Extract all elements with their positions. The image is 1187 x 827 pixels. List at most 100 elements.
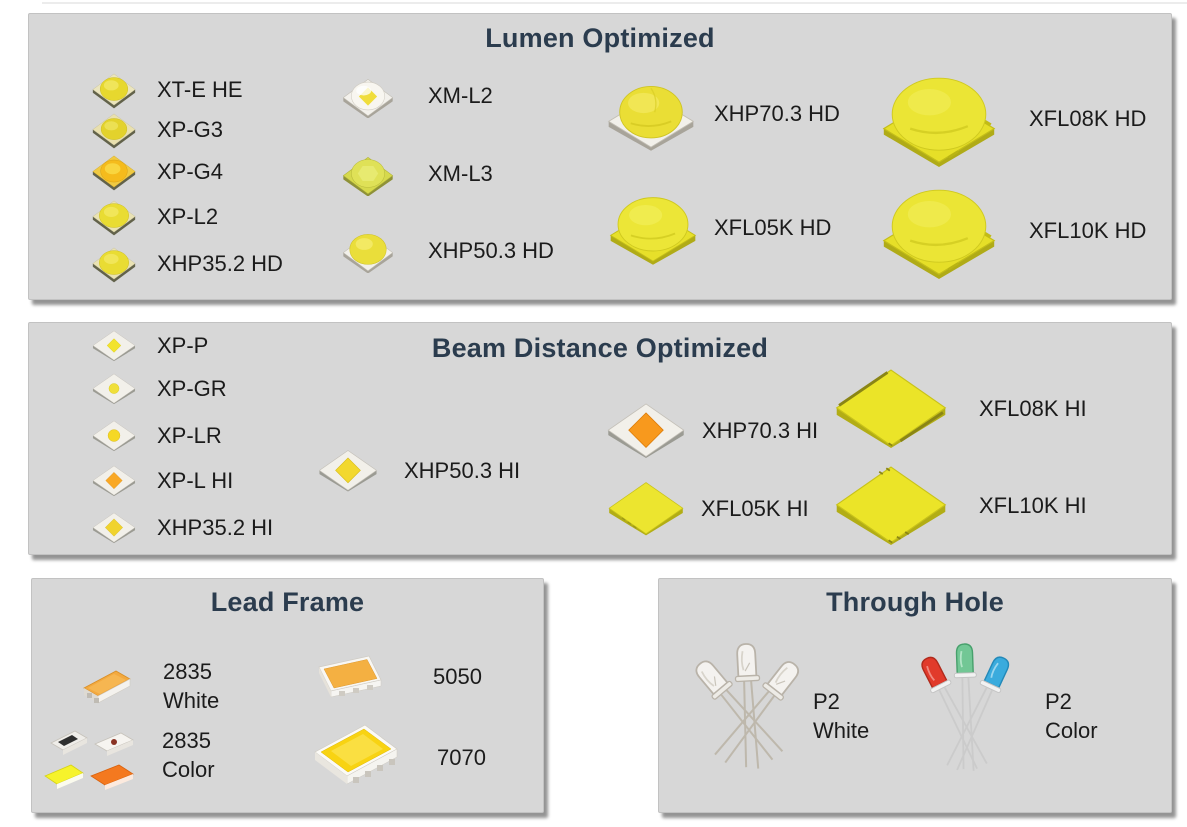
smd-led-cluster-icon [44, 730, 134, 790]
led-item-xp-l-hi: XP-L HI [91, 465, 233, 497]
led-label-line1: 2835 [162, 728, 211, 753]
led-item-xp-g3: XP-G3 [91, 110, 223, 149]
led-item-xfl10k-hi: XFL10K HI [832, 464, 1087, 548]
flat-led-chip-icon [835, 466, 947, 545]
led-item-xhp50-3-hi: XHP50.3 HI [317, 449, 520, 493]
flat-led-chip-icon [92, 512, 136, 544]
panel-lead-title: Lead Frame [210, 587, 365, 617]
led-label: XHP50.3 HD [428, 238, 554, 263]
led-label: XHP70.3 HD [714, 101, 840, 126]
dome-led-chip-icon [882, 77, 996, 167]
led-item-xp-p: XP-P [91, 330, 208, 362]
dome-led-chip-icon [92, 73, 136, 109]
flat-led-chip-icon [92, 373, 136, 405]
led-item-xp-lr: XP-LR [91, 420, 222, 452]
led-label-line1: P2 [1045, 689, 1072, 714]
through-hole-led-color-icon [921, 643, 1010, 771]
dome-led-chip-icon [342, 79, 394, 118]
led-item-xm-l2: XM-L2 [341, 74, 493, 118]
flat-led-chip-icon [835, 369, 947, 448]
led-label: XP-GR [157, 376, 227, 401]
led-label: 7070 [437, 745, 486, 770]
led-label: XFL10K HI [979, 493, 1087, 518]
led-item-5050: 5050 [315, 652, 482, 702]
led-item-7070: 7070 [307, 719, 486, 797]
led-label-block: 2835 White [163, 657, 219, 715]
dome-led-chip-icon [92, 113, 136, 149]
led-label: XHP70.3 HI [702, 418, 819, 443]
panel-through-title: Through Hole [826, 587, 1004, 617]
led-label-line2: White [163, 688, 220, 713]
dome-led-chip-icon [92, 200, 136, 236]
led-label: XP-LR [157, 423, 222, 448]
led-item-p2-color: P2 Color [916, 641, 1098, 791]
led-label: XP-G4 [157, 158, 224, 184]
led-item-xhp35-2-hi: XHP35.2 HI [91, 512, 273, 544]
dome-led-chip-icon [882, 189, 996, 279]
dome-led-chip-icon [342, 234, 394, 273]
led-label: XM-L2 [428, 83, 493, 108]
smd-led-icon [318, 655, 382, 698]
led-item-xfl08k-hi: XFL08K HI [832, 367, 1087, 451]
led-label: XFL08K HD [1029, 106, 1147, 131]
through-hole-led-white-icon [695, 643, 800, 769]
led-item-xt-e-he: XT-E HE [91, 70, 243, 109]
led-label: XP-P [157, 333, 209, 358]
led-label-line2: Color [162, 757, 215, 782]
smd-led-icon [314, 724, 398, 785]
led-item-xfl05k-hd: XFL05K HD [607, 191, 831, 265]
led-label: XM-L3 [428, 161, 493, 186]
flat-led-chip-icon [92, 330, 136, 362]
led-item-xfl05k-hi: XFL05K HI [606, 481, 809, 537]
led-item-2835-color: 2835 Color [43, 726, 215, 796]
led-label: XFL05K HD [714, 215, 832, 240]
led-label-block: P2 Color [1045, 687, 1098, 745]
led-label: XP-L HI [157, 468, 234, 493]
led-item-xhp70-3-hd: XHP70.3 HD [605, 77, 840, 151]
led-label: 5050 [433, 664, 482, 689]
led-item-xhp70-3-hi: XHP70.3 HI [605, 402, 818, 460]
led-label: XP-G3 [157, 116, 224, 142]
dome-led-chip-icon [92, 155, 136, 191]
led-label: XHP35.2 HD [157, 250, 283, 276]
led-label: XHP50.3 HI [404, 458, 521, 483]
led-label: XFL05K HI [701, 496, 809, 521]
dome-led-chip-icon [607, 85, 695, 151]
smd-led-icon [83, 670, 131, 704]
led-item-xfl08k-hd: XFL08K HD [879, 71, 1146, 167]
led-label-line1: P2 [813, 689, 840, 714]
led-label: XFL08K HI [979, 396, 1087, 421]
led-item-xp-g4: XP-G4 [91, 152, 223, 191]
panel-lumen-optimized: Lumen Optimized XT-E HE XP-G3 XP-G4 XP-L… [28, 13, 1172, 300]
led-label: XFL10K HD [1029, 218, 1147, 243]
led-item-xp-gr: XP-GR [91, 373, 227, 405]
flat-led-chip-icon [318, 450, 378, 492]
flat-led-chip-icon [607, 403, 685, 459]
led-label: XT-E HE [157, 76, 243, 102]
led-item-xfl10k-hd: XFL10K HD [879, 183, 1146, 279]
led-item-xm-l3: XM-L3 [341, 152, 493, 196]
flat-led-chip-icon [92, 465, 136, 497]
panel-lumen-title: Lumen Optimized [485, 23, 715, 53]
dome-led-chip-icon [342, 157, 394, 196]
panel-through-hole: Through Hole P2 White P2 Color [658, 578, 1172, 813]
led-item-xhp35-2-hd: XHP35.2 HD [91, 244, 283, 283]
led-label: XHP35.2 HI [157, 515, 274, 540]
flat-led-chip-icon [92, 420, 136, 452]
led-label: XP-L2 [157, 203, 219, 229]
panel-beam-distance-optimized: Beam Distance Optimized XP-P XP-GR XP-LR… [28, 322, 1172, 555]
panel-lead-frame: Lead Frame 2835 White 2835 Color 5050 70… [31, 578, 544, 813]
led-label-line2: Color [1045, 718, 1098, 743]
led-label-block: P2 White [813, 687, 869, 745]
led-item-p2-white: P2 White [691, 641, 869, 791]
led-label-block: 2835 Color [162, 726, 215, 784]
led-label-line1: 2835 [163, 659, 212, 684]
flat-led-chip-icon [608, 482, 684, 536]
dome-led-chip-icon [92, 247, 136, 283]
led-item-xp-l2: XP-L2 [91, 197, 218, 236]
panel-beam-title: Beam Distance Optimized [431, 333, 769, 363]
led-item-xhp50-3-hd: XHP50.3 HD [341, 229, 554, 273]
page-top-divider [42, 2, 1187, 4]
led-label-line2: White [813, 718, 870, 743]
led-item-2835-white: 2835 White [80, 657, 219, 715]
